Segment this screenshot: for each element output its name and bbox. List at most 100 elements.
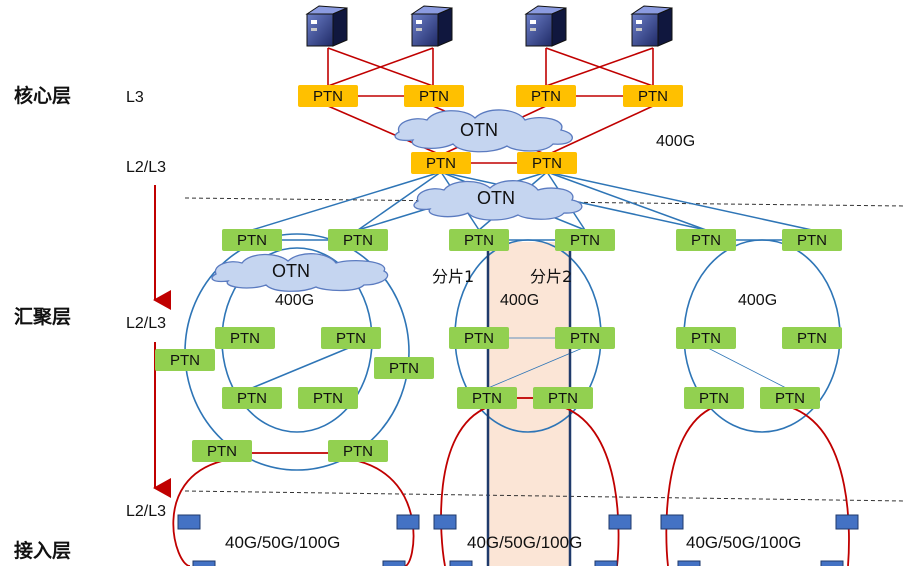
svg-text:PTN: PTN <box>472 390 502 407</box>
ptn-node-agg: PTN <box>374 357 434 379</box>
ptn-node-agg: PTN <box>676 229 736 251</box>
access-node <box>449 560 473 566</box>
ptn-node-agg: PTN <box>555 229 615 251</box>
ptn-node-agg: PTN <box>222 387 282 409</box>
ptn-node-core: PTN <box>298 85 358 107</box>
access-rings <box>172 397 850 566</box>
access-node <box>594 560 618 566</box>
level-l2l3-label: L2/L3 <box>126 503 166 520</box>
slice1-label: 分片1 <box>432 267 474 286</box>
ptn-node-core: PTN <box>404 85 464 107</box>
ptn-node-agg: PTN <box>782 229 842 251</box>
ring-bandwidth-label: 400G <box>275 292 314 309</box>
otn-label: OTN <box>272 261 310 281</box>
ring-bandwidth-label: 400G <box>500 292 539 309</box>
svg-text:PTN: PTN <box>691 232 721 249</box>
svg-text:PTN: PTN <box>313 390 343 407</box>
otn-label: OTN <box>460 120 498 140</box>
ptn-node-agg: PTN <box>760 387 820 409</box>
ptn-node-agg: PTN <box>192 440 252 462</box>
access-node <box>396 514 420 530</box>
svg-text:PTN: PTN <box>230 330 260 347</box>
ptn-node-core: PTN <box>411 152 471 174</box>
layer-core-label: 核心层 <box>14 84 71 107</box>
svg-text:PTN: PTN <box>389 360 419 377</box>
ptn-node-agg: PTN <box>328 229 388 251</box>
svg-text:PTN: PTN <box>343 443 373 460</box>
ptn-node-agg: PTN <box>684 387 744 409</box>
server-icon <box>410 5 453 47</box>
svg-text:PTN: PTN <box>170 352 200 369</box>
access-node <box>660 514 684 530</box>
svg-text:PTN: PTN <box>207 443 237 460</box>
svg-text:PTN: PTN <box>343 232 373 249</box>
svg-text:PTN: PTN <box>426 155 456 172</box>
server-icon <box>630 5 673 47</box>
svg-text:PTN: PTN <box>464 232 494 249</box>
svg-text:PTN: PTN <box>336 330 366 347</box>
ptn-node-agg: PTN <box>782 327 842 349</box>
ptn-node-core: PTN <box>623 85 683 107</box>
level-l3-label: L3 <box>126 89 144 106</box>
ptn-node-agg: PTN <box>533 387 593 409</box>
access-node <box>382 560 406 566</box>
svg-text:PTN: PTN <box>237 390 267 407</box>
access-node <box>192 560 216 566</box>
ptn-node-agg: PTN <box>222 229 282 251</box>
access-bandwidth-label: 40G/50G/100G <box>686 533 801 552</box>
access-node <box>835 514 859 530</box>
level-l2l3-label: L2/L3 <box>126 315 166 332</box>
svg-text:PTN: PTN <box>691 330 721 347</box>
svg-text:PTN: PTN <box>532 155 562 172</box>
slice2-label: 分片2 <box>530 267 572 286</box>
ptn-node-core: PTN <box>517 152 577 174</box>
ptn-node-agg: PTN <box>555 327 615 349</box>
ptn-node-agg: PTN <box>215 327 275 349</box>
ptn-node-agg: PTN <box>155 349 215 371</box>
svg-text:PTN: PTN <box>531 88 561 105</box>
svg-text:PTN: PTN <box>797 330 827 347</box>
svg-text:PTN: PTN <box>548 390 578 407</box>
svg-text:PTN: PTN <box>419 88 449 105</box>
svg-text:PTN: PTN <box>775 390 805 407</box>
svg-text:PTN: PTN <box>797 232 827 249</box>
agg-ptn-nodes: PTN PTN PTN PTN PTN PTN PTN PTN PTN PTN … <box>155 229 842 462</box>
svg-text:PTN: PTN <box>237 232 267 249</box>
access-node <box>433 514 457 530</box>
svg-text:PTN: PTN <box>638 88 668 105</box>
level-l2l3-label: L2/L3 <box>126 159 166 176</box>
svg-text:PTN: PTN <box>699 390 729 407</box>
server-icon <box>305 5 348 47</box>
servers <box>305 5 673 47</box>
otn-cloud-ring: OTN <box>211 253 389 292</box>
agg-access-separator <box>184 490 906 502</box>
ptn-node-agg: PTN <box>298 387 358 409</box>
ptn-node-agg: PTN <box>321 327 381 349</box>
svg-text:PTN: PTN <box>313 88 343 105</box>
access-bandwidth-label: 40G/50G/100G <box>225 533 340 552</box>
access-bandwidth-label: 40G/50G/100G <box>467 533 582 552</box>
access-node <box>820 560 844 566</box>
ptn-node-core: PTN <box>516 85 576 107</box>
ptn-node-agg: PTN <box>457 387 517 409</box>
server-icon <box>524 5 567 47</box>
svg-text:PTN: PTN <box>570 232 600 249</box>
otn-cloud-agg: OTN <box>413 180 583 221</box>
svg-text:PTN: PTN <box>570 330 600 347</box>
core-ptn-nodes: PTN PTN PTN PTN PTN PTN <box>298 85 683 174</box>
access-nodes <box>177 514 859 566</box>
svg-text:PTN: PTN <box>464 330 494 347</box>
otn-label: OTN <box>477 188 515 208</box>
ptn-node-agg: PTN <box>449 327 509 349</box>
layer-access-label: 接入层 <box>14 540 71 562</box>
ptn-node-agg: PTN <box>328 440 388 462</box>
access-node <box>677 560 701 566</box>
access-node <box>177 514 201 530</box>
ring-bandwidth-label: 400G <box>738 292 777 309</box>
ptn-node-agg: PTN <box>449 229 509 251</box>
ptn-node-agg: PTN <box>676 327 736 349</box>
access-node <box>608 514 632 530</box>
core-bandwidth-label: 400G <box>656 133 695 150</box>
